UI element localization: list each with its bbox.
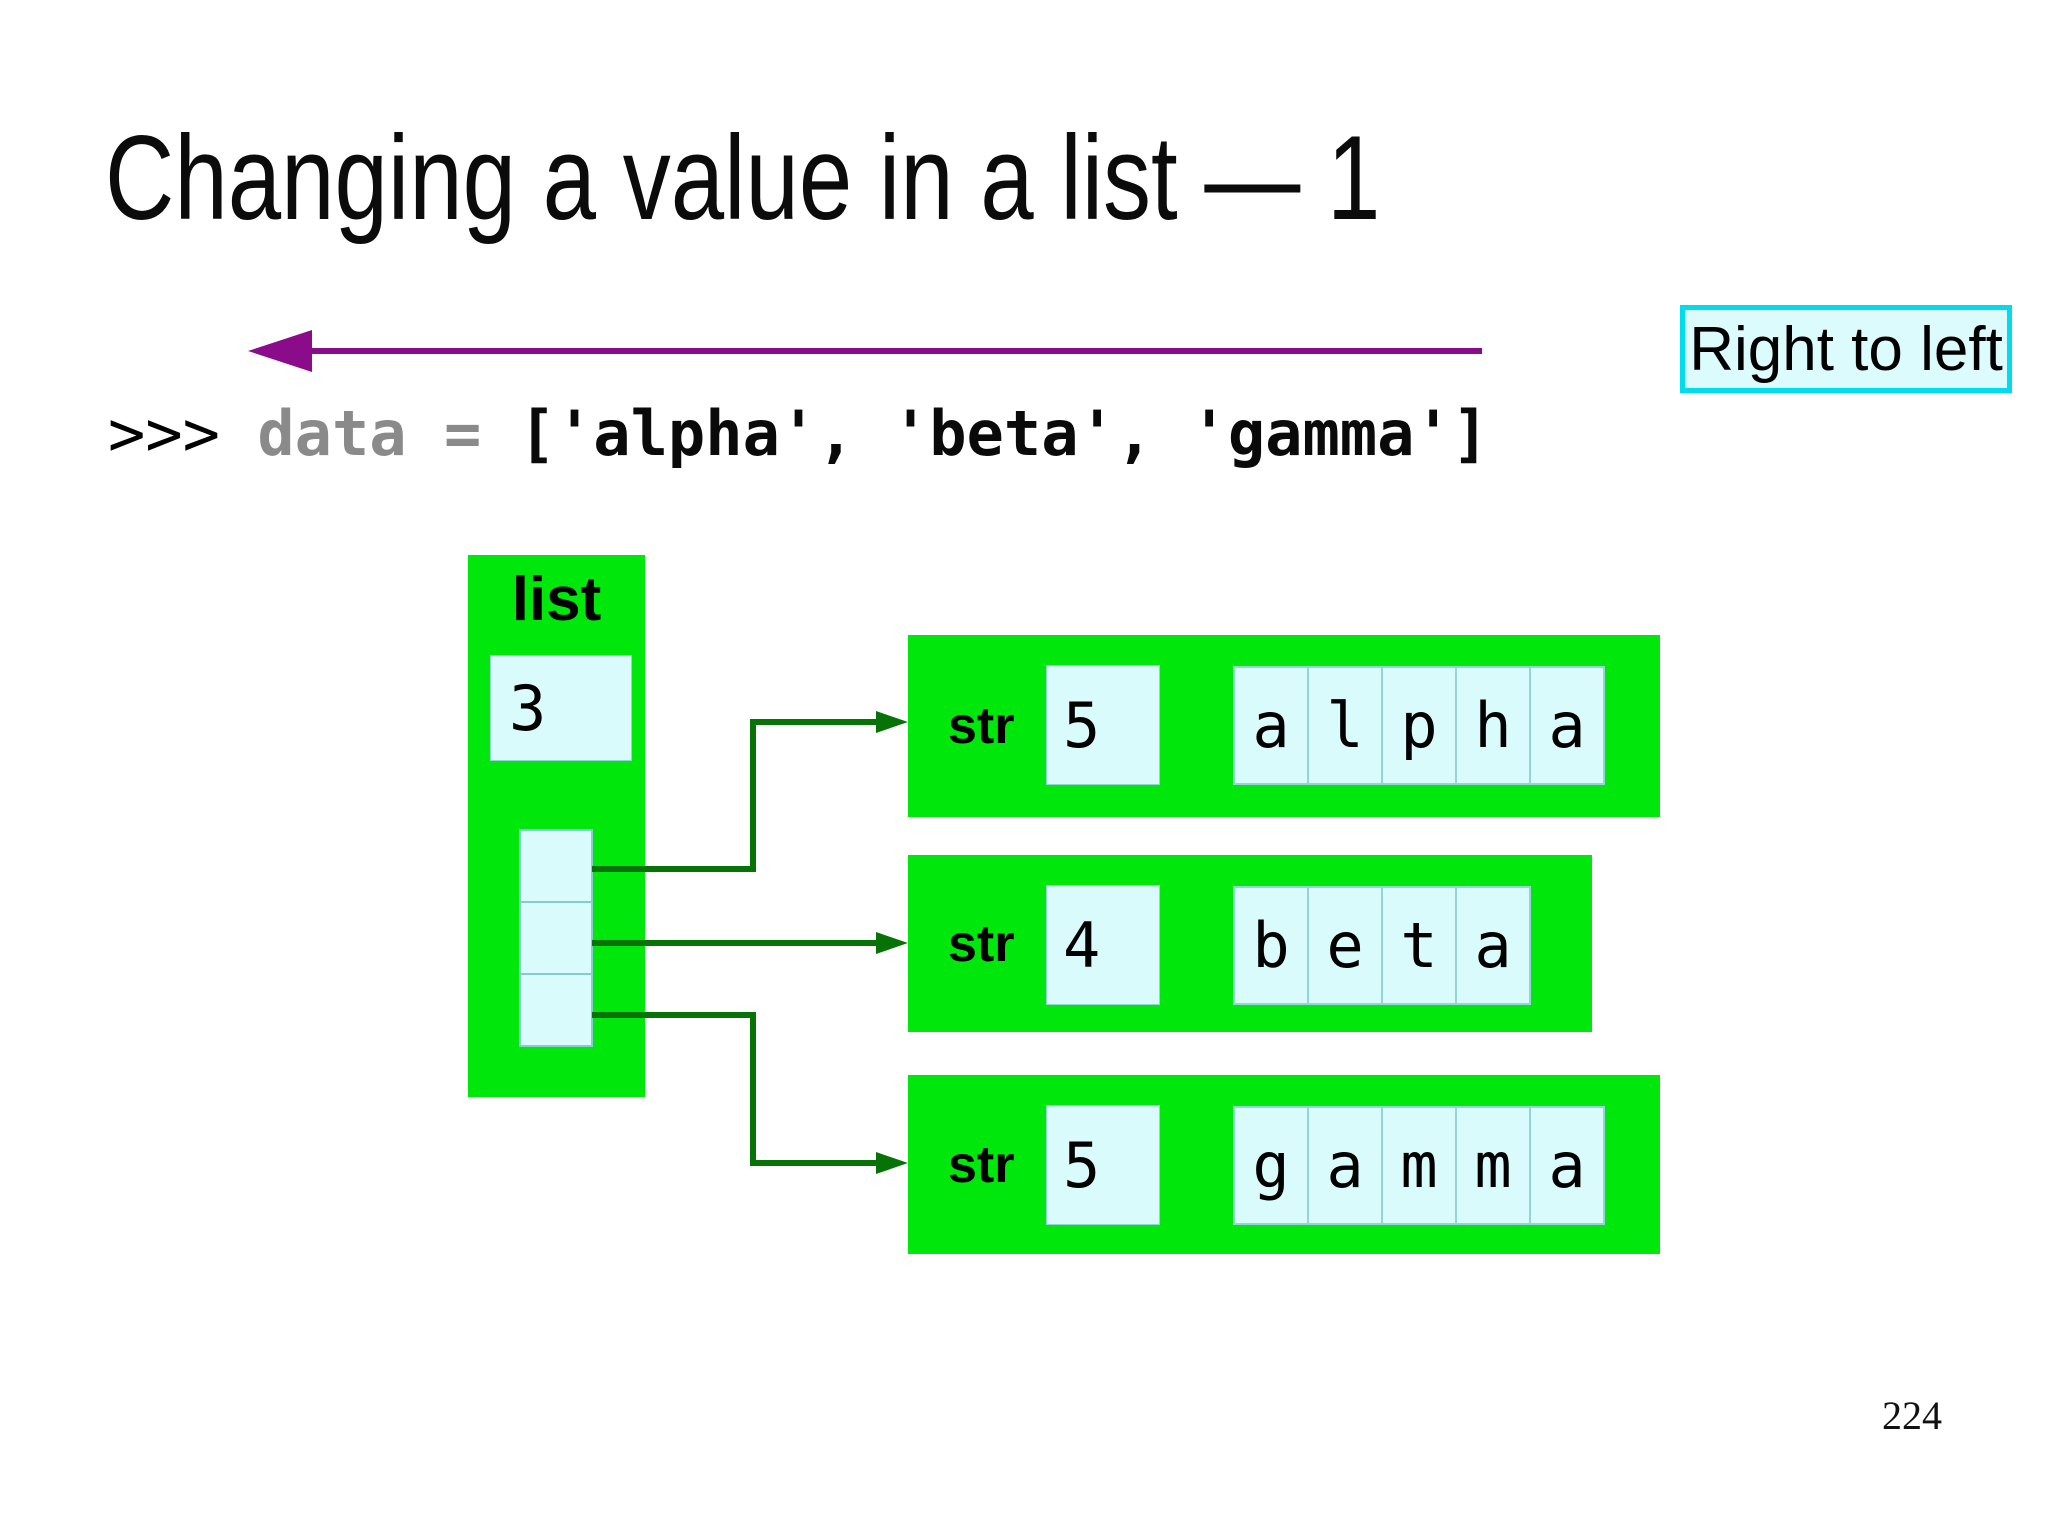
code-operator: = bbox=[443, 397, 519, 470]
pointer2-segment-a bbox=[592, 1012, 756, 1018]
pointer0-segment-c bbox=[750, 719, 878, 725]
code-prompt: >>> bbox=[108, 397, 258, 470]
str-length-cell: 5 bbox=[1046, 665, 1160, 785]
str-type-label: str bbox=[948, 1135, 1015, 1194]
page-title: Changing a value in a list — 1 bbox=[105, 111, 1381, 245]
char-cell: g bbox=[1233, 1106, 1309, 1225]
pointer0-segment-b bbox=[750, 719, 756, 872]
char-cells: b e t a bbox=[1233, 886, 1531, 1005]
arrow-left-icon bbox=[248, 330, 312, 372]
list-object-box: list 3 bbox=[468, 555, 645, 1097]
direction-note: Right to left bbox=[1680, 305, 2012, 393]
pointer0-segment-a bbox=[592, 866, 756, 872]
list-element-cell-2 bbox=[519, 973, 593, 1047]
list-element-cells bbox=[519, 829, 593, 1047]
char-cell: m bbox=[1455, 1106, 1531, 1225]
code-line: >>> data = ['alpha', 'beta', 'gamma'] bbox=[108, 397, 1490, 470]
list-length-cell: 3 bbox=[490, 655, 632, 761]
pointer0-arrowhead-icon bbox=[876, 711, 908, 733]
page-number: 224 bbox=[1882, 1393, 1942, 1438]
str-length-value: 5 bbox=[1063, 688, 1101, 762]
list-element-cell-1 bbox=[519, 901, 593, 975]
str-object-box-alpha: str 5 a l p h a bbox=[908, 635, 1660, 817]
list-length-value: 3 bbox=[509, 671, 547, 745]
str-length-value: 5 bbox=[1063, 1128, 1101, 1202]
pointer2-segment-b bbox=[750, 1012, 756, 1166]
char-cell: e bbox=[1307, 886, 1383, 1005]
code-variable: data bbox=[257, 397, 444, 470]
direction-arrow-line bbox=[302, 348, 1482, 354]
char-cell: a bbox=[1233, 666, 1309, 785]
str-type-label: str bbox=[948, 697, 1015, 755]
char-cell: h bbox=[1455, 666, 1531, 785]
char-cells: a l p h a bbox=[1233, 666, 1605, 785]
pointer1-segment bbox=[592, 940, 878, 946]
str-length-value: 4 bbox=[1063, 908, 1101, 982]
char-cell: b bbox=[1233, 886, 1309, 1005]
char-cell: a bbox=[1529, 666, 1605, 785]
char-cell: t bbox=[1381, 886, 1457, 1005]
char-cell: p bbox=[1381, 666, 1457, 785]
str-object-box-beta: str 4 b e t a bbox=[908, 855, 1592, 1032]
pointer2-arrowhead-icon bbox=[876, 1152, 908, 1174]
code-value: ['alpha', 'beta', 'gamma'] bbox=[518, 397, 1490, 470]
pointer1-arrowhead-icon bbox=[876, 932, 908, 954]
char-cell: a bbox=[1455, 886, 1531, 1005]
direction-note-label: Right to left bbox=[1689, 314, 2003, 384]
char-cells: g a m m a bbox=[1233, 1106, 1605, 1225]
char-cell: a bbox=[1307, 1106, 1383, 1225]
str-length-cell: 4 bbox=[1046, 885, 1160, 1005]
char-cell: a bbox=[1529, 1106, 1605, 1225]
char-cell: m bbox=[1381, 1106, 1457, 1225]
char-cell: l bbox=[1307, 666, 1383, 785]
list-element-cell-0 bbox=[519, 829, 593, 903]
str-length-cell: 5 bbox=[1046, 1105, 1160, 1225]
str-object-box-gamma: str 5 g a m m a bbox=[908, 1075, 1660, 1254]
str-type-label: str bbox=[948, 914, 1015, 973]
list-type-label: list bbox=[511, 565, 602, 634]
pointer2-segment-c bbox=[750, 1160, 878, 1166]
